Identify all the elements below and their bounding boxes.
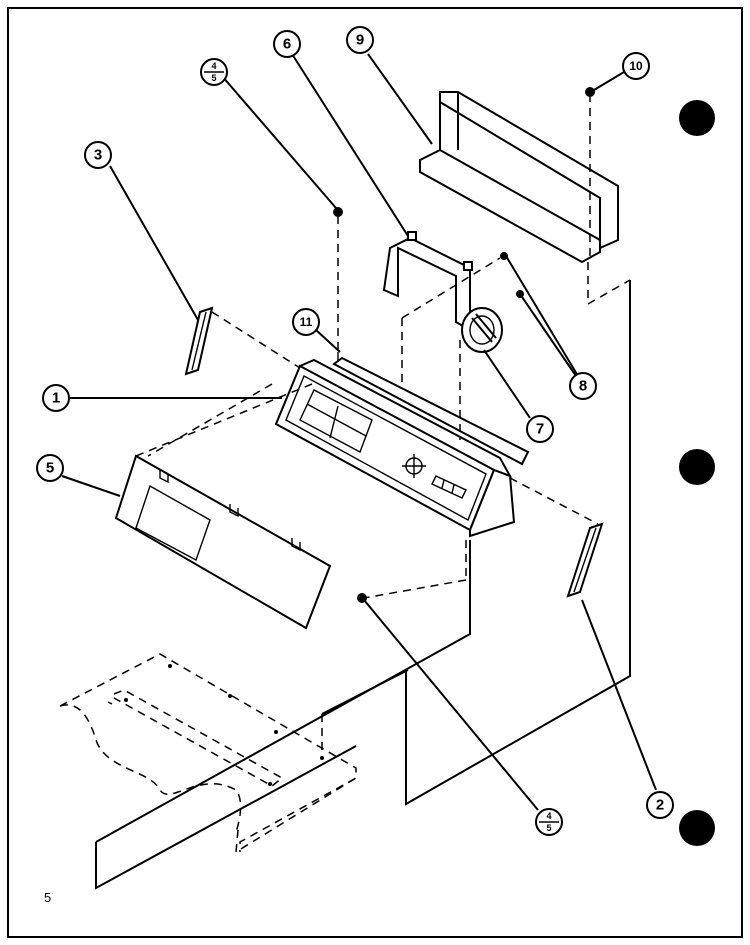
part-7-knob xyxy=(461,307,503,353)
cabinet-top-outline xyxy=(59,653,357,854)
callout-8-label: 8 xyxy=(579,378,587,395)
callout-10-label: 10 xyxy=(629,59,643,73)
callout-1-label: 1 xyxy=(52,390,60,407)
callout-10: 10 xyxy=(622,52,650,80)
callout-leaders xyxy=(61,53,657,811)
part-3-left-endcap xyxy=(184,306,214,376)
callout-2: 2 xyxy=(646,791,674,819)
callout-8: 8 xyxy=(569,372,597,400)
part-5-overlay-panel xyxy=(114,454,332,630)
assembly-lines xyxy=(95,280,631,890)
callout-3-label: 3 xyxy=(94,147,102,164)
fraction-ref-top: 4 5 xyxy=(200,58,228,86)
callout-6: 6 xyxy=(273,30,301,58)
callout-6-label: 6 xyxy=(283,36,291,53)
fraction-ref-bottom-numerator: 4 xyxy=(546,811,551,821)
callout-5-label: 5 xyxy=(46,460,54,477)
part-2-right-endcap xyxy=(566,522,604,598)
callout-11-label: 11 xyxy=(300,315,313,329)
callout-9-label: 9 xyxy=(356,32,364,49)
binder-hole-middle xyxy=(679,449,715,485)
fraction-ref-bottom: 4 5 xyxy=(535,808,563,836)
fraction-ref-top-numerator: 4 xyxy=(211,61,216,71)
binder-hole-bottom xyxy=(679,810,715,846)
page-number: 5 xyxy=(44,890,51,905)
callout-1: 1 xyxy=(42,384,70,412)
part-9-top-bracket xyxy=(419,91,619,264)
part-1-control-console xyxy=(274,358,516,538)
callout-7-label: 7 xyxy=(536,421,544,438)
part-6-bracket xyxy=(382,231,473,332)
callout-9: 9 xyxy=(346,26,374,54)
binder-hole-top xyxy=(679,100,715,136)
fraction-ref-bottom-denominator: 5 xyxy=(546,823,551,833)
screw-8a xyxy=(500,252,508,260)
callout-11: 11 xyxy=(292,308,320,336)
callout-5: 5 xyxy=(36,454,64,482)
screw-top xyxy=(333,207,343,217)
callout-7: 7 xyxy=(526,415,554,443)
screw-10 xyxy=(585,87,595,97)
dashed-leaders xyxy=(135,94,631,599)
callout-3: 3 xyxy=(84,141,112,169)
page-border xyxy=(7,7,743,938)
fraction-ref-top-denominator: 5 xyxy=(211,73,216,83)
callout-2-label: 2 xyxy=(656,797,664,814)
